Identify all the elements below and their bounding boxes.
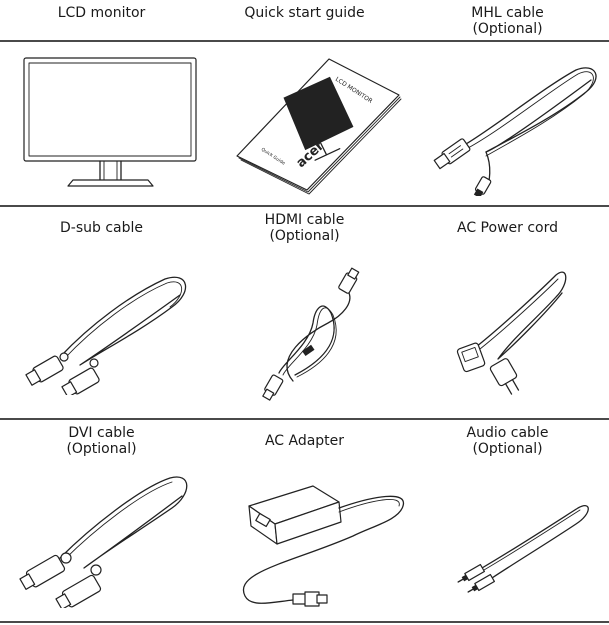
ac-power-cord-icon [406, 263, 609, 403]
item-quick-start-guide: Quick start guide LCD MONITOR Quick Guid… [203, 0, 406, 205]
mhl-cable-icon [406, 56, 609, 196]
item-d-sub-cable: D-sub cable [0, 205, 203, 418]
item-label: LCD monitor [0, 5, 203, 21]
item-label-line: D-sub cable [59, 220, 143, 236]
item-lcd-monitor: LCD monitor [0, 0, 203, 205]
item-ac-power-cord: AC Power cord [406, 205, 609, 418]
item-mhl-cable: MHL cable (Optional) [406, 0, 609, 205]
item-label-line: AC Adapter [264, 433, 345, 449]
row-divider [0, 205, 609, 207]
ac-adapter-icon [203, 476, 406, 616]
item-ac-adapter: AC Adapter [203, 418, 406, 625]
lcd-monitor-icon [0, 52, 203, 192]
item-label: HDMI cable (Optional) [203, 212, 406, 244]
item-label-line: Audio cable [466, 425, 549, 441]
item-label-line: DVI cable [68, 425, 135, 441]
row-2: D-sub cable [0, 205, 609, 420]
item-label-line: (Optional) [472, 441, 543, 457]
item-audio-cable: Audio cable (Optional) [406, 418, 609, 625]
item-label: DVI cable (Optional) [0, 425, 203, 457]
d-sub-cable-icon [0, 265, 203, 395]
quick-start-guide-icon: LCD MONITOR Quick Guide acer [203, 50, 406, 195]
item-label-line: (Optional) [269, 228, 340, 244]
item-label-line: Quick start guide [244, 5, 365, 21]
row-3: DVI cable (Optional) [0, 418, 609, 625]
audio-cable-icon [406, 478, 609, 598]
item-label-line: MHL cable [471, 5, 544, 21]
item-label: AC Adapter [203, 433, 406, 449]
item-dvi-cable: DVI cable (Optional) [0, 418, 203, 625]
hdmi-cable-icon [203, 263, 406, 403]
item-label: AC Power cord [406, 220, 609, 236]
item-label: D-sub cable [0, 220, 203, 236]
item-label-line: (Optional) [472, 21, 543, 37]
row-divider [0, 621, 609, 623]
row-divider [0, 40, 609, 42]
item-label: Audio cable (Optional) [406, 425, 609, 457]
item-label-line: AC Power cord [457, 220, 558, 236]
row-divider [0, 418, 609, 420]
item-label: Quick start guide [203, 5, 406, 21]
item-label: MHL cable (Optional) [406, 5, 609, 37]
dvi-cable-icon [0, 468, 203, 608]
item-hdmi-cable: HDMI cable (Optional) [203, 205, 406, 418]
item-label-line: LCD monitor [57, 5, 146, 21]
item-label-line: (Optional) [66, 441, 137, 457]
row-1: LCD monitor Quick start guide [0, 0, 609, 207]
item-label-line: HDMI cable [264, 212, 345, 228]
